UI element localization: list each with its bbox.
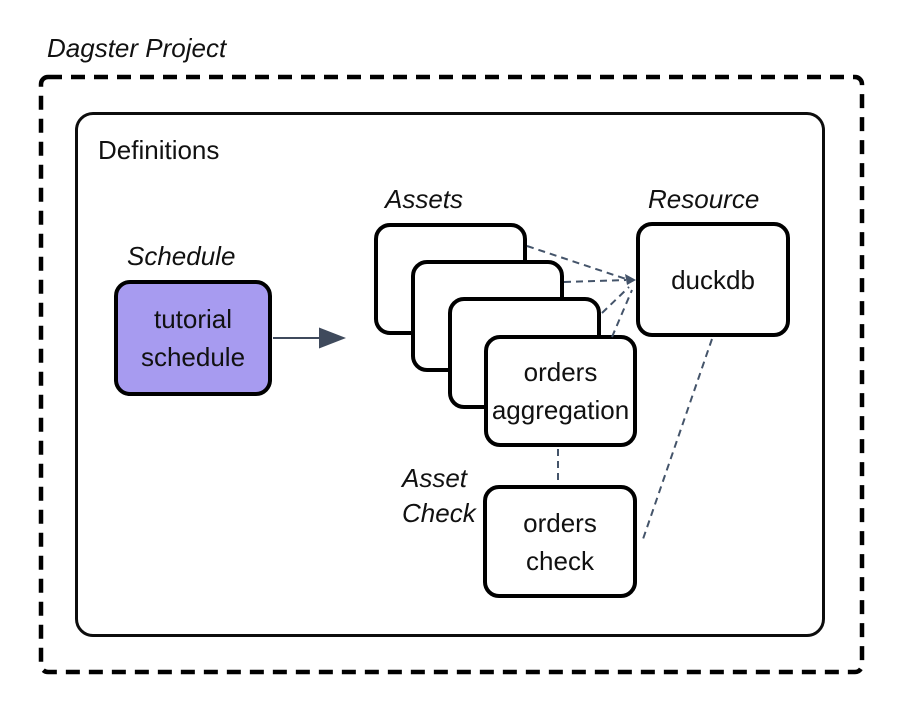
tutorial-schedule-node: tutorial schedule: [114, 280, 272, 396]
orders-aggregation-node-line2: aggregation: [491, 395, 630, 425]
orders-aggregation-node-line1: orders: [523, 357, 598, 387]
orders-aggregation-node: orders aggregation: [484, 335, 637, 447]
project-title: Dagster Project: [47, 33, 227, 63]
asset-check-group-label: Asset Check: [402, 461, 476, 531]
assets-group-label: Assets: [385, 184, 464, 214]
orders-check-node-line1: orders: [523, 507, 597, 538]
resource-group-label: Resource: [648, 184, 760, 214]
orders-check-node: orders check: [483, 485, 637, 598]
schedule-group-label: Schedule: [127, 241, 236, 271]
asset-check-group-label-line2: Check: [402, 498, 476, 528]
definitions-label: Definitions: [98, 135, 220, 165]
asset-check-group-label-line1: Asset: [402, 463, 468, 493]
duckdb-node: duckdb: [636, 222, 790, 337]
tutorial-schedule-node-line1: tutorial: [153, 304, 233, 334]
orders-check-node-line2: check: [526, 545, 594, 576]
duckdb-node-label: duckdb: [671, 264, 755, 295]
tutorial-schedule-node-line2: schedule: [140, 342, 246, 372]
